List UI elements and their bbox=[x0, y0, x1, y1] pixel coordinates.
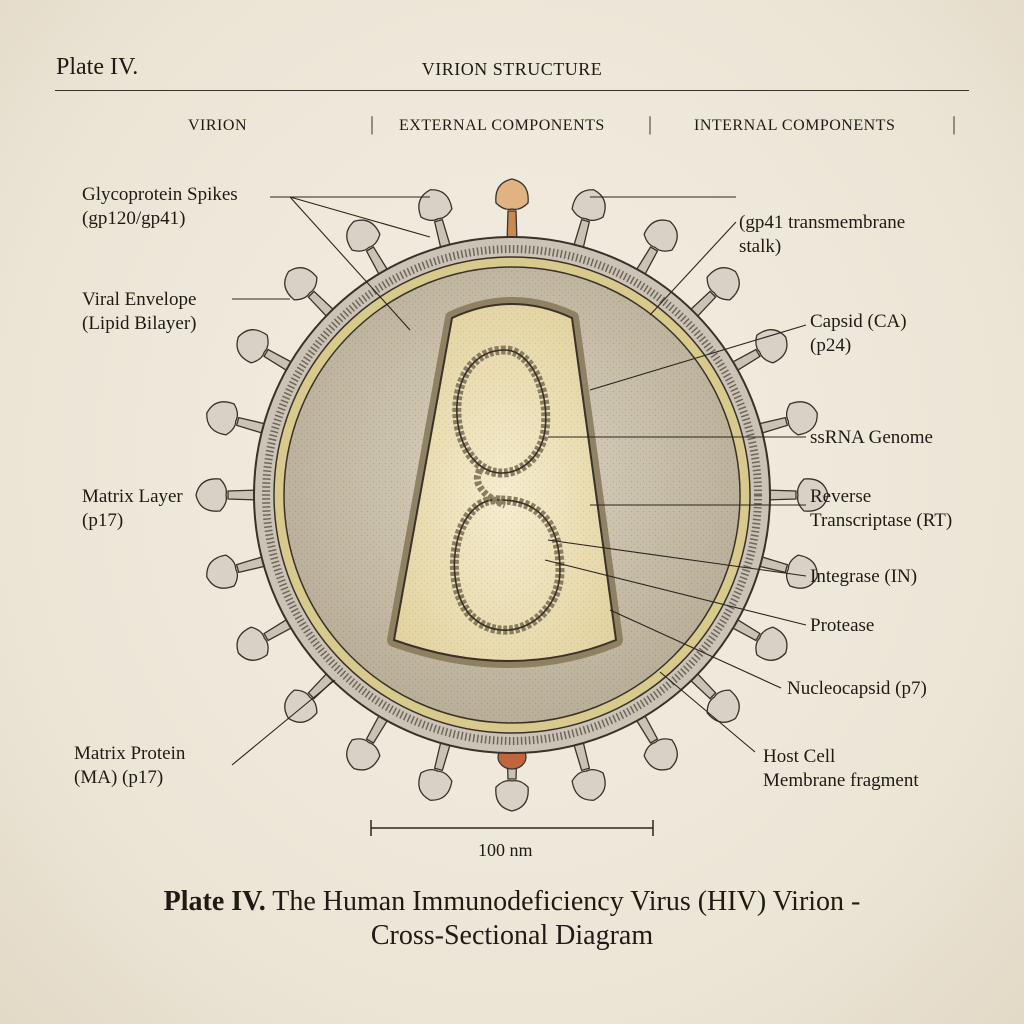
section-divider: | bbox=[952, 113, 957, 135]
scale-bar bbox=[370, 820, 654, 836]
label-protease: Protease bbox=[810, 615, 875, 636]
label-ssrna-genome: ssRNA Genome bbox=[810, 427, 933, 448]
leader-lines bbox=[231, 196, 807, 766]
envelope-lipid-bilayer bbox=[262, 245, 762, 745]
label-host-cell-fragment: Host Cell Membrane fragment bbox=[763, 746, 919, 791]
label-nucleocapsid: Nucleocapsid (p7) bbox=[787, 678, 927, 699]
label-matrix-layer: Matrix Layer (p17) bbox=[82, 486, 183, 531]
glycoprotein-spike bbox=[418, 736, 453, 801]
section-external-components: EXTERNAL COMPONENTS bbox=[399, 117, 605, 134]
label-reverse-transcriptase: Reverse Transcriptase (RT) bbox=[810, 486, 953, 531]
header-rule bbox=[55, 90, 969, 91]
label-matrix-protein: Matrix Protein (MA) (p17) bbox=[74, 743, 186, 788]
section-virion: VIRION bbox=[188, 117, 247, 134]
section-internal-components: INTERNAL COMPONENTS bbox=[694, 117, 896, 134]
section-divider: | bbox=[370, 113, 375, 135]
label-integrase: Integrase (IN) bbox=[810, 566, 918, 587]
glycoprotein-spike bbox=[195, 478, 261, 512]
host-membrane-spike bbox=[495, 744, 529, 812]
label-glycoprotein-spikes: Glycoprotein Spikes (gp120/gp41) bbox=[82, 184, 238, 229]
scale-bar-label: 100 nm bbox=[478, 840, 533, 860]
label-capsid: Capsid (CA) (p24) bbox=[810, 311, 907, 356]
label-gp41-stalk: (gp41 transmembrane stalk) bbox=[739, 212, 906, 257]
ssrna-genome bbox=[449, 345, 565, 635]
glycoprotein-spike bbox=[763, 478, 829, 512]
gp41-stalk-spike bbox=[495, 178, 529, 244]
figure-caption: Plate IV. The Human Immunodeficiency Vir… bbox=[163, 886, 861, 951]
label-viral-envelope: Viral Envelope (Lipid Bilayer) bbox=[82, 289, 197, 334]
section-divider: | bbox=[648, 113, 653, 135]
page-title: VIRION STRUCTURE bbox=[421, 59, 603, 79]
glycoprotein-spike bbox=[206, 401, 271, 436]
plate-label: Plate IV. bbox=[56, 54, 139, 80]
